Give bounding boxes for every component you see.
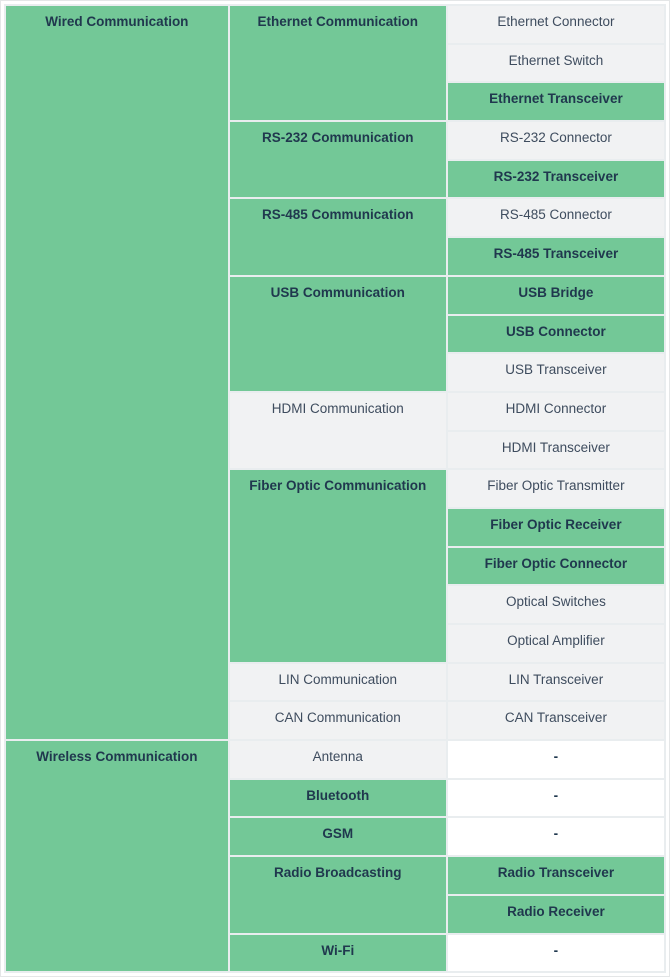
component-cell: Fiber Optic Receiver [445, 506, 667, 548]
subcategory-cell: RS-232 Communication [227, 120, 448, 200]
subcategory-cell: Antenna [227, 739, 448, 780]
subcategory-cell: CAN Communication [227, 700, 448, 742]
subcategory-cell: USB Communication [227, 274, 448, 393]
table-row: GSM- [5, 816, 667, 858]
component-cell: USB Connector [445, 313, 667, 355]
component-cell: Radio Transceiver [445, 855, 667, 896]
table-row: Optical Switches [5, 584, 667, 625]
table-row: Ethernet Switch [5, 42, 667, 84]
category-cell: Wireless Communication [4, 739, 230, 974]
subcategory-cell: Fiber Optic Communication [227, 468, 448, 664]
component-cell: HDMI Transceiver [445, 429, 667, 471]
subcategory-cell: Radio Broadcasting [227, 855, 448, 935]
table-row: Optical Amplifier [5, 623, 667, 664]
table-row: Radio Receiver [5, 893, 667, 935]
component-cell: - [445, 816, 667, 858]
table-row: Fiber Optic Connector [5, 545, 667, 587]
subcategory-cell: HDMI Communication [227, 390, 448, 471]
table-row: Ethernet Transceiver [5, 81, 667, 123]
subcategory-cell: Bluetooth [227, 777, 448, 819]
table-row: Bluetooth- [5, 777, 667, 819]
component-cell: Optical Switches [445, 584, 667, 625]
table-row: HDMI Transceiver [5, 429, 667, 471]
subcategory-cell: LIN Communication [227, 661, 448, 703]
table-row: RS-485 Transceiver [5, 236, 667, 277]
component-cell: RS-485 Transceiver [445, 236, 667, 277]
component-cell: - [445, 932, 667, 974]
table-row: RS-232 Transceiver [5, 158, 667, 200]
subcategory-cell: Ethernet Communication [227, 3, 448, 123]
component-cell: Fiber Optic Transmitter [445, 468, 667, 509]
component-cell: Optical Amplifier [445, 623, 667, 664]
subcategory-cell: RS-485 Communication [227, 197, 448, 277]
component-cell: - [445, 739, 667, 780]
component-cell: Ethernet Connector [445, 4, 667, 45]
component-cell: USB Bridge [445, 274, 667, 316]
component-cell: LIN Transceiver [445, 661, 667, 703]
component-cell: HDMI Connector [445, 390, 667, 432]
component-cell: Fiber Optic Connector [445, 545, 667, 587]
subcategory-cell: Wi-Fi [227, 932, 448, 974]
table-row: Wi-Fi- [5, 932, 667, 974]
component-cell: RS-232 Transceiver [445, 158, 667, 200]
table-row: USB Connector [5, 313, 667, 355]
component-cell: RS-485 Connector [445, 197, 667, 239]
category-cell: Wired Communication [4, 3, 230, 742]
subcategory-cell: GSM [227, 816, 448, 858]
component-cell: - [445, 777, 667, 819]
component-cell: Ethernet Switch [445, 42, 667, 84]
component-cell: CAN Transceiver [445, 700, 667, 742]
component-cell: Ethernet Transceiver [445, 81, 667, 123]
component-cell: USB Transceiver [445, 352, 667, 393]
table-row: USB Transceiver [5, 352, 667, 393]
table-row: Fiber Optic Receiver [5, 506, 667, 548]
component-cell: Radio Receiver [445, 893, 667, 935]
component-cell: RS-232 Connector [445, 120, 667, 161]
